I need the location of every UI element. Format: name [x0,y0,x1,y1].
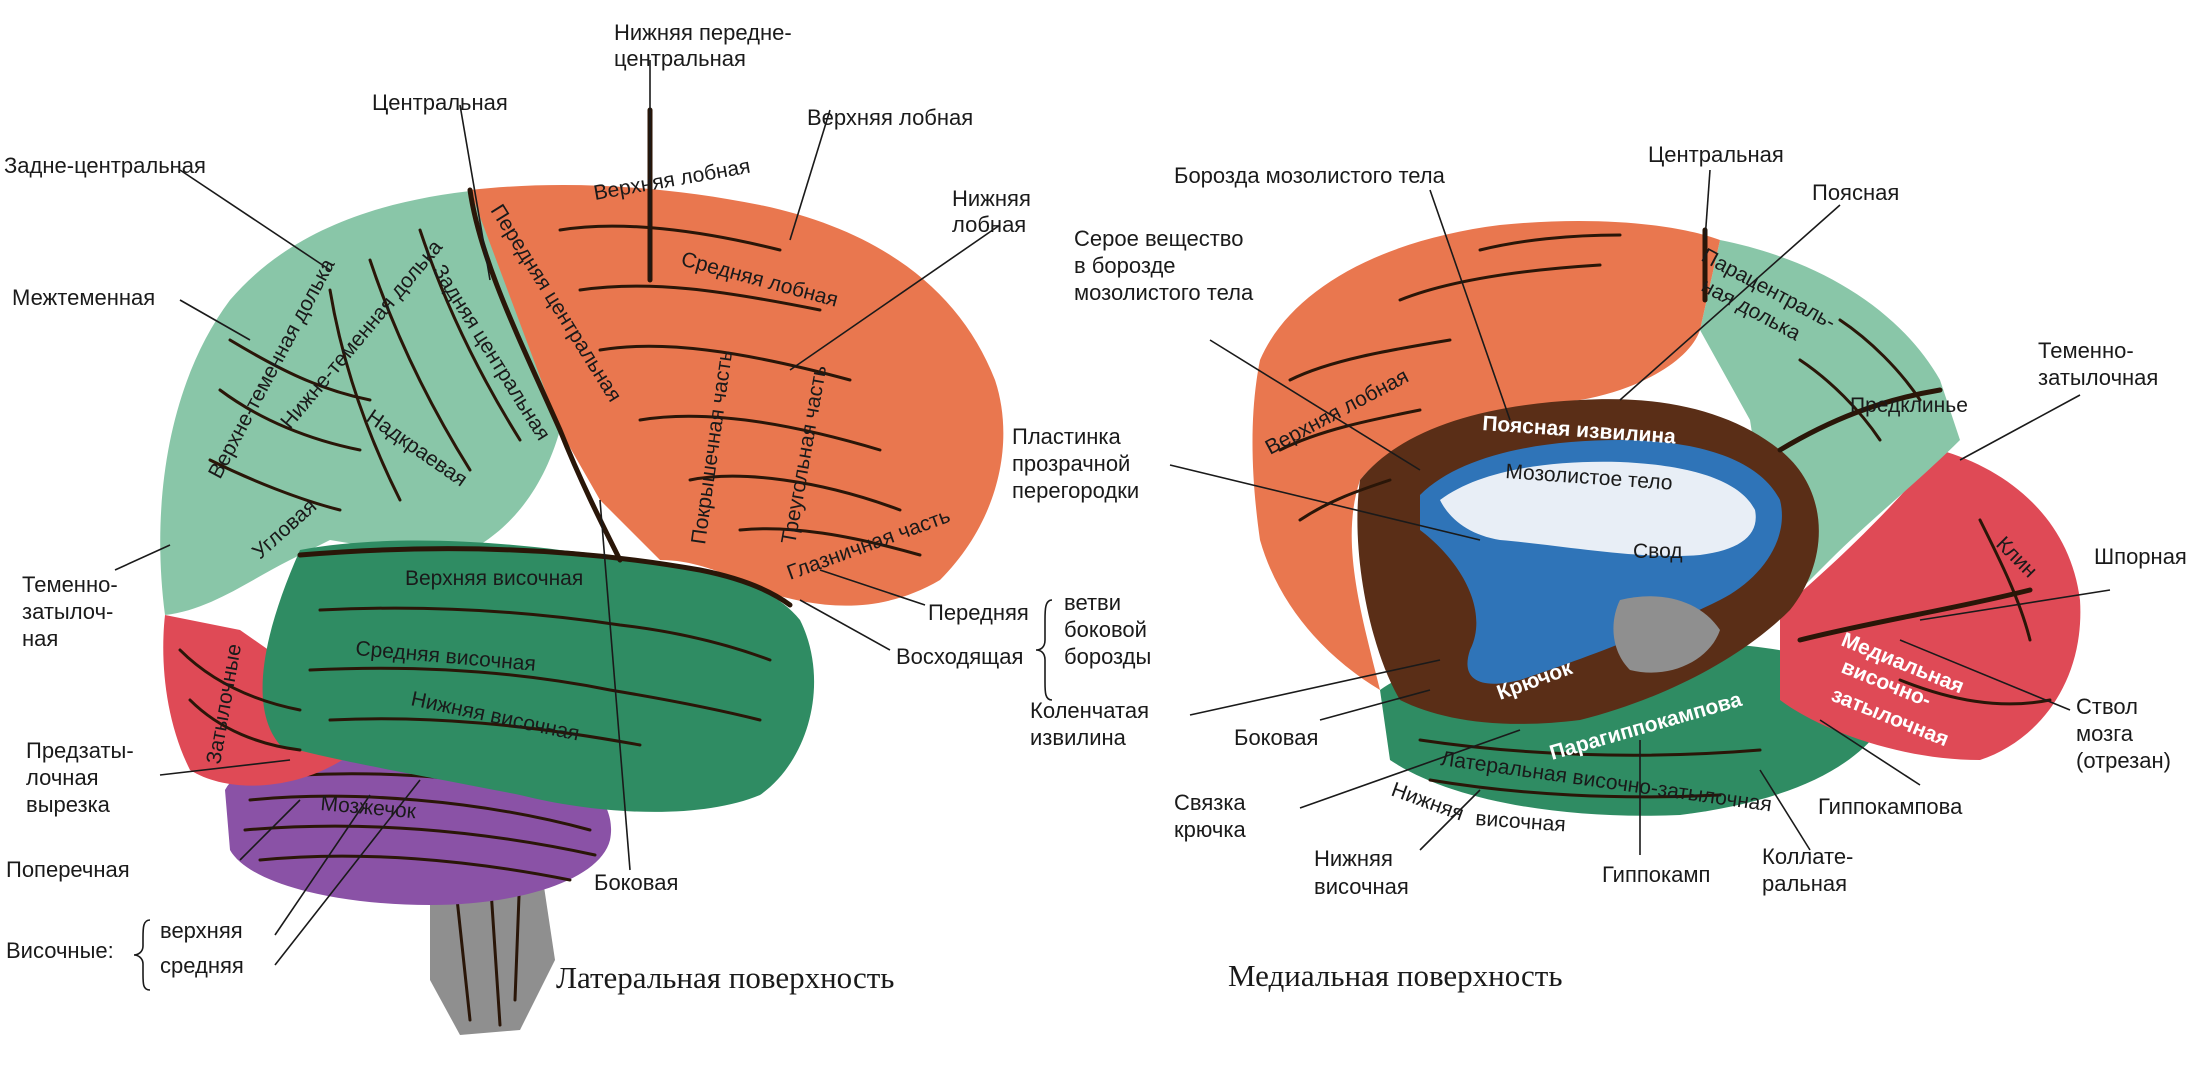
label-precuneus: Предклинье [1850,394,1968,417]
medial-callosum-inner [1440,461,1756,557]
label-grey-matter-1: Серое вещество [1074,226,1243,251]
label-postcentral-sulcus: Задне-центральная [4,153,206,178]
label-inferior-frontal-1: Нижняя [952,186,1031,211]
label-inferior-frontal-2: лобная [952,212,1026,237]
label-septum-1: Пластинка [1012,424,1122,449]
label-central-sulcus: Центральная [372,90,508,115]
label-temporal-upper: верхняя [160,918,243,943]
label-uncus-band-2: крючка [1174,817,1246,842]
label-outer-inferior-temporal-2: височная [1314,874,1409,899]
label-superior-temporal-gyrus: Верхняя височная [405,567,583,590]
label-branches-2: боковой [1064,617,1147,642]
label-medial-central: Центральная [1648,142,1784,167]
label-preoccipital-notch-1: Предзаты- [26,738,134,763]
label-temporal-group: Височные: [6,938,114,963]
label-superior-frontal-sulcus: Верхняя лобная [807,105,973,130]
label-collateral-2: ральная [1762,871,1847,896]
label-grey-matter-3: мозолистого тела [1074,280,1254,305]
label-uncus-band-1: Связка [1174,790,1246,815]
label-collateral-1: Коллате- [1762,844,1853,869]
medial-caption: Медиальная поверхность [1228,958,1562,993]
label-parieto-occipital-3: ная [22,626,58,651]
label-preoccipital-notch-3: вырезка [26,792,111,817]
label-parieto-occipital-2: затылоч- [22,599,113,624]
label-hippocampus: Гиппокамп [1602,862,1710,887]
label-branches-1: ветви [1064,590,1121,615]
lateral-caption: Латеральная поверхность [556,960,894,995]
medial-outer-labels: Борозда мозолистого тела Центральная Поя… [1012,142,2187,993]
medial-view [1252,220,2081,816]
label-calcarine: Шпорная [2094,544,2187,569]
label-medial-parieto-occipital-1: Теменно- [2038,338,2134,363]
label-branches-3: борозды [1064,644,1151,669]
label-intraparietal: Межтеменная [12,285,155,310]
label-outer-inferior-temporal-1: Нижняя [1314,846,1393,871]
label-fornix: Свод [1633,540,1683,563]
label-medial-parieto-occipital-2: затылочная [2038,365,2158,390]
medial-brainstem-cut [1613,596,1720,673]
lateral-outer-labels: Нижняя передне- центральная Центральная … [4,20,1151,995]
label-hippocampal-sulcus: Гиппокампова [1818,794,1963,819]
label-inferior-precentral-1: Нижняя передне- [614,20,792,45]
label-medial-inferior-temporal-2: височная [1475,807,1567,836]
medial-frontal [1252,220,1720,691]
label-preoccipital-notch-2: лочная [26,765,99,790]
label-brainstem-1: Ствол [2076,694,2138,719]
label-lateral-sulcus: Боковая [594,870,678,895]
label-septum-2: прозрачной [1012,451,1130,476]
leader-lines [114,60,2111,991]
lateral-view [160,107,1004,1035]
label-dentate-2: извилина [1030,725,1127,750]
label-cingulate-sulcus: Поясная [1812,180,1899,205]
label-parieto-occipital-1: Теменно- [22,572,118,597]
label-septum-3: перегородки [1012,478,1139,503]
label-brainstem-2: мозга [2076,721,2134,746]
label-temporal-middle: средняя [160,953,244,978]
label-brainstem-3: (отрезан) [2076,748,2171,773]
label-grey-matter-2: в борозде [1074,253,1176,278]
branches-brace [1035,599,1053,701]
label-inferior-precentral-2: центральная [614,46,746,71]
label-anterior-branch: Передняя [928,600,1029,625]
label-ascending-branch: Восходящая [896,644,1023,669]
temporal-brace [133,919,151,991]
label-medial-lateral: Боковая [1234,725,1318,750]
lateral-frontal-lobe [470,185,1004,606]
label-dentate-1: Коленчатая [1030,698,1149,723]
label-callosal-sulcus: Борозда мозолистого тела [1174,163,1446,188]
label-transverse: Поперечная [6,857,130,882]
